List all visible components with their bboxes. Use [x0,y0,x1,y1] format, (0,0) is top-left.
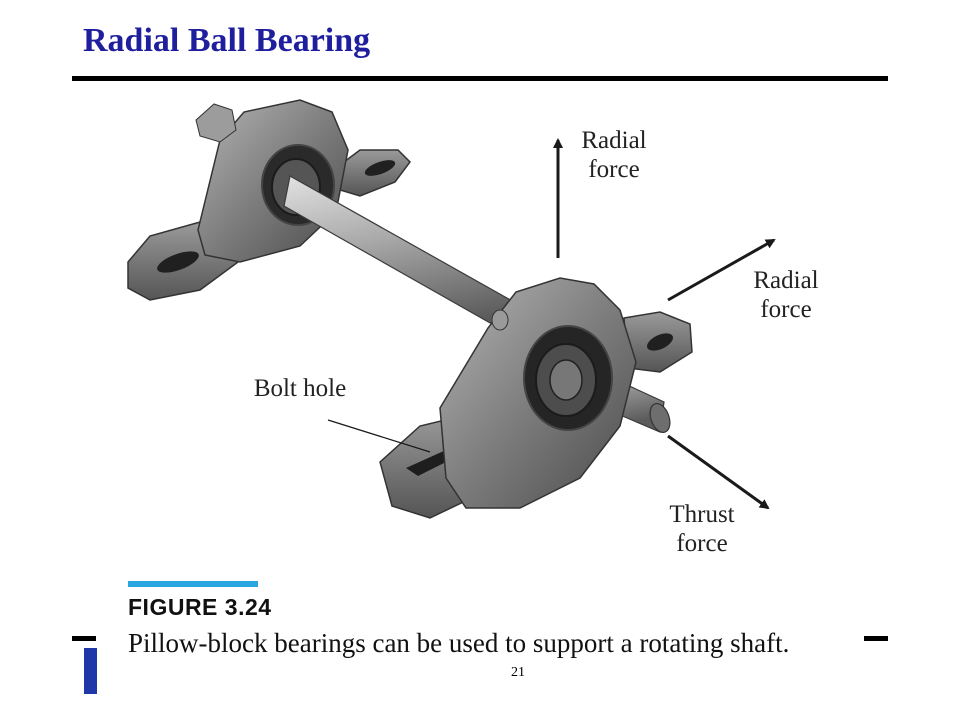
rear-pillow-block [127,99,411,301]
radial-force-horizontal-text: Radial force [753,267,819,323]
left-dash-decoration [72,636,96,641]
radial-force-horizontal-label: Radial force [740,266,832,324]
caption-accent-bar [128,581,258,587]
thrust-force-text: Thrust force [669,501,735,557]
figure-number: FIGURE 3.24 [128,594,272,620]
bolt-hole-label: Bolt hole [253,375,347,402]
page-number: 21 [511,665,525,680]
title-rule [72,76,888,81]
thrust-force-arrow [667,434,770,510]
radial-force-horizontal-arrow [667,238,776,302]
thrust-force-label: Thrust force [656,500,748,558]
figure-caption: Pillow-block bearings can be used to sup… [128,628,790,658]
radial-force-vertical-label: Radial force [568,126,660,184]
right-dash-decoration [864,636,888,641]
bolt-hole-leader-line [327,419,431,453]
logo-bar [84,648,97,694]
radial-force-vertical-text: Radial force [581,127,647,183]
front-pillow-block [379,277,693,519]
slide-title: Radial Ball Bearing [83,22,371,59]
